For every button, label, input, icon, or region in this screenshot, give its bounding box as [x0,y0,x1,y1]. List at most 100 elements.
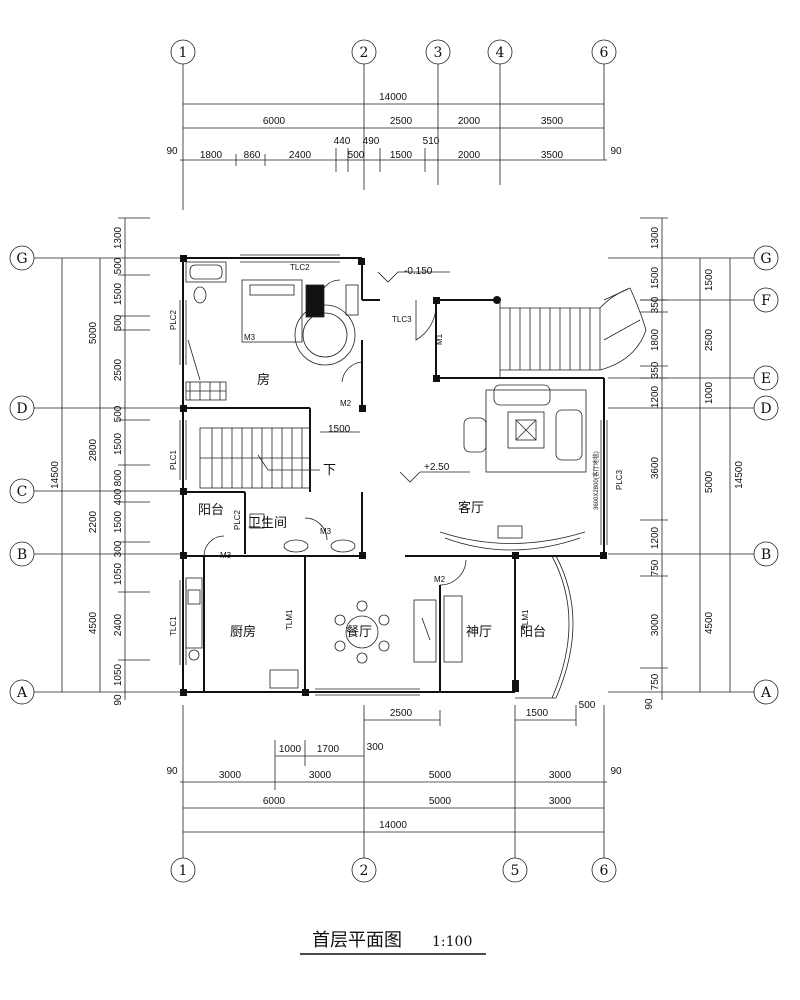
dim-left-1050b: 1050 [113,663,124,686]
room-balcony-left: 阳台 [198,503,224,518]
dim-top-2000: 2000 [458,116,481,127]
axis-bottom-6: 6 [600,863,609,879]
dim-right-5000: 5000 [704,470,715,493]
elev-top: -0.150 [404,266,433,277]
axis-top-6: 6 [600,45,609,61]
dim-top-2000b: 2000 [458,150,481,161]
dim-top-1500: 1500 [390,150,413,161]
bottom-axis-bubbles: 1 2 5 6 [170,857,617,883]
window-tlc1: TLC1 [169,616,178,636]
dim-bottom-300: 300 [367,742,384,753]
dim-left-total: 14500 [50,461,61,489]
door-m3-a: M3 [244,333,256,342]
dim-bottom-2500: 2500 [390,708,413,719]
balcony-curve-inner [551,555,570,699]
axis-right-G: G [760,251,771,267]
dim-top-6000: 6000 [263,116,286,127]
plan-scale: 1:100 [432,934,472,950]
dim-top-490: 490 [363,136,380,147]
axis-top-4: 4 [496,45,505,61]
dim-left-500a: 500 [113,257,124,274]
dim-left-1500a: 1500 [113,282,124,305]
dim-left-2200: 2200 [88,510,99,533]
window-plc3: PLC3 [615,469,624,490]
door-m2-b: M2 [434,575,446,584]
dim-left-500c: 500 [113,405,124,422]
dim-right-750a: 750 [650,559,661,576]
dim-left-2800: 2800 [88,438,99,461]
axis-bottom-5: 5 [511,863,520,879]
dim-left-500b: 500 [113,314,124,331]
dim-right-1500: 1500 [704,268,715,291]
dim-left-300: 300 [113,540,124,557]
right-axis-bubbles: G F E D B A [753,245,779,705]
dim-right-750b: 750 [650,673,661,690]
axis-bottom-1: 1 [179,863,188,879]
dim-bottom-5000: 5000 [429,770,452,781]
dim-bottom-3000d: 3000 [549,796,572,807]
drawing-title: 首层平面图 1:100 [300,930,486,955]
door-tlm1-b: TLM1 [521,609,530,630]
dim-left-90: 90 [113,694,124,706]
dim-bottom-3000a: 3000 [219,770,242,781]
axis-left-G: G [16,251,27,267]
room-dining: 餐厅 [346,624,372,640]
axis-top-1: 1 [179,45,188,61]
dim-bottom-1000: 1000 [279,744,302,755]
dim-top-1800: 1800 [200,150,223,161]
dim-left-2500: 2500 [113,358,124,381]
dim-top-90-left: 90 [166,146,178,157]
dim-right-1800: 1800 [650,328,661,351]
dim-left-400: 400 [113,488,124,505]
dim-right-1200b: 1200 [650,526,661,549]
dim-bottom-6000: 6000 [263,796,286,807]
left-axis-bubbles: G D C B A [9,245,35,705]
dim-left-2400: 2400 [113,613,124,636]
dim-left-800: 800 [113,469,124,486]
door-m1: M1 [435,333,444,345]
dim-right-1200a: 1200 [650,385,661,408]
interior-staircase [199,427,320,489]
axis-top-3: 3 [434,45,443,61]
carpet-note: 3600X2800(客厅地毯) [592,451,600,510]
dim-top-510: 510 [423,136,440,147]
dim-right-2500: 2500 [704,328,715,351]
dim-top-860: 860 [244,150,261,161]
dim-right-1300: 1300 [650,226,661,249]
dim-bottom-1700: 1700 [317,744,340,755]
room-washroom: 卫生间 [248,516,287,531]
dim-bottom-3000c: 3000 [549,770,572,781]
windows [179,254,608,696]
dim-bottom-90-left: 90 [166,766,178,777]
axis-bottom-2: 2 [360,863,369,879]
dim-right-90: 90 [644,698,655,710]
window-plc2-a: PLC2 [169,309,178,330]
room-living: 客厅 [458,500,484,516]
axis-right-D: D [760,401,771,417]
window-plc1: PLC1 [169,449,178,470]
dim-right-3000: 3000 [650,613,661,636]
top-axis-bubbles: 1 2 3 4 6 [170,39,617,65]
elevation-markers [320,271,470,483]
room-shrine: 神厅 [466,625,492,640]
dim-top-3500: 3500 [541,116,564,127]
dim-left-1050a: 1050 [113,562,124,585]
axis-top-2: 2 [360,45,369,61]
dim-bottom-5000b: 5000 [429,796,452,807]
dim-right-total: 14500 [734,461,745,489]
axis-left-C: C [17,484,28,500]
dim-right-4500: 4500 [704,611,715,634]
dim-top-3500b: 3500 [541,150,564,161]
dim-top-500: 500 [348,150,365,161]
dim-left-4500: 4500 [88,611,99,634]
top-axis-lines [182,64,605,210]
dim-bottom-3000b: 3000 [309,770,332,781]
room-balcony-right: 阳台 [520,625,546,640]
plan-title: 首层平面图 [312,930,402,951]
bedroom-furniture [185,261,359,401]
dim-top-total: 14000 [379,92,407,103]
room-stair-down: 下 [323,463,336,478]
door-tlm1-a: TLM1 [285,609,294,630]
dim-top-90-right: 90 [610,146,622,157]
